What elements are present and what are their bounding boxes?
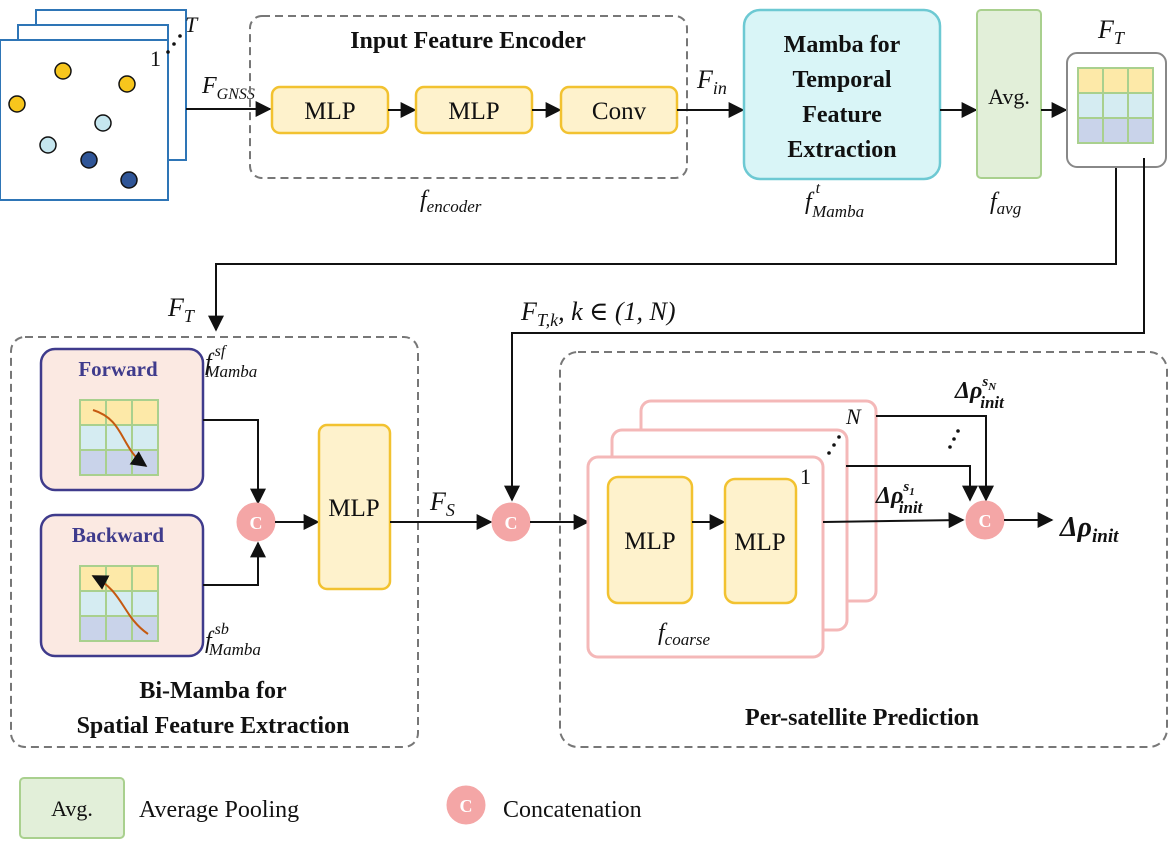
mamba-temporal-line-3: Feature [802, 102, 882, 128]
avg-pool-label: Avg. [988, 84, 1030, 109]
encoder-mlp-1-label: MLP [304, 98, 355, 125]
satellite-dot [94, 114, 112, 132]
bimamba-mlp [317, 423, 392, 591]
persat-title: Per-satellite Prediction [745, 705, 979, 731]
legend-concat-text: Concatenation [503, 797, 642, 823]
mamba-temporal-block [742, 8, 942, 181]
encoder-group [249, 15, 688, 179]
satellite-dot [120, 171, 138, 189]
satellite-dot [8, 95, 26, 113]
mamba-temporal-line-4: Extraction [787, 137, 896, 163]
bimamba-title-line-2: Spatial Feature Extraction [77, 713, 350, 739]
legend-concat-icon [446, 785, 486, 825]
encoder-func-label: fencoder [420, 187, 482, 216]
f-s-label: FS [429, 487, 455, 520]
avg-func-label: favg [990, 189, 1021, 218]
f-in-label: Fin [696, 65, 727, 98]
forward-grid [79, 399, 159, 476]
bimamba-concat-symbol: C [250, 513, 263, 533]
satellite-dot [54, 62, 72, 80]
output-label: Δρinit [1059, 512, 1119, 547]
satellite-dot [39, 136, 57, 154]
stack-first-label: 1 [800, 464, 811, 489]
avg-pool-block [976, 9, 1042, 179]
satellite-dot [118, 75, 136, 93]
arrow-ftk-to-concat [504, 158, 1145, 502]
legend-concat-symbol: C [460, 796, 473, 816]
f-gnss-label: FGNSS [201, 73, 255, 103]
f-t-left-label: FT [167, 293, 196, 326]
persat-mlp-2 [723, 477, 798, 605]
persat-mlp-1 [606, 475, 694, 605]
legend-avg-box [19, 777, 125, 839]
persat-mlp-2-label: MLP [734, 529, 785, 556]
bimamba-mlp-label: MLP [328, 495, 379, 522]
input-frame-stack: T 1 [0, 9, 199, 201]
backward-label: Backward [72, 523, 164, 547]
encoder-title: Input Feature Encoder [350, 28, 586, 54]
f-t-top-label: FT [1097, 15, 1126, 48]
frame-top-label: T [185, 12, 199, 37]
final-concat-symbol: C [979, 511, 992, 531]
persat-mlp-1-label: MLP [624, 528, 675, 555]
f-t-grid-cells [1077, 67, 1154, 144]
bimamba-group [10, 336, 419, 748]
encoder-conv-label: Conv [592, 98, 647, 125]
mamba-temporal-line-1: Mamba for [784, 32, 901, 58]
forward-label: Forward [78, 357, 158, 381]
legend-avg-text: Average Pooling [139, 797, 299, 823]
legend-avg-box-label: Avg. [51, 796, 93, 821]
encoder-mlp-2-label: MLP [448, 98, 499, 125]
f-tk-label: FT,k, k ∈ (1, N) [520, 297, 676, 330]
persat-concat-symbol: C [505, 513, 518, 533]
bimamba-title-line-1: Bi-Mamba for [139, 678, 287, 704]
satellite-dot [80, 151, 98, 169]
arrow-ft-to-bimamba [208, 168, 1117, 332]
coarse-func-label: fcoarse [658, 620, 710, 649]
stack-last-label: N [845, 404, 862, 429]
frame-first-label: 1 [150, 46, 161, 71]
forward-scan-arrow [92, 409, 148, 467]
backward-grid [79, 565, 159, 642]
backward-scan-arrow [91, 575, 149, 635]
mamba-temporal-line-2: Temporal [792, 67, 891, 93]
